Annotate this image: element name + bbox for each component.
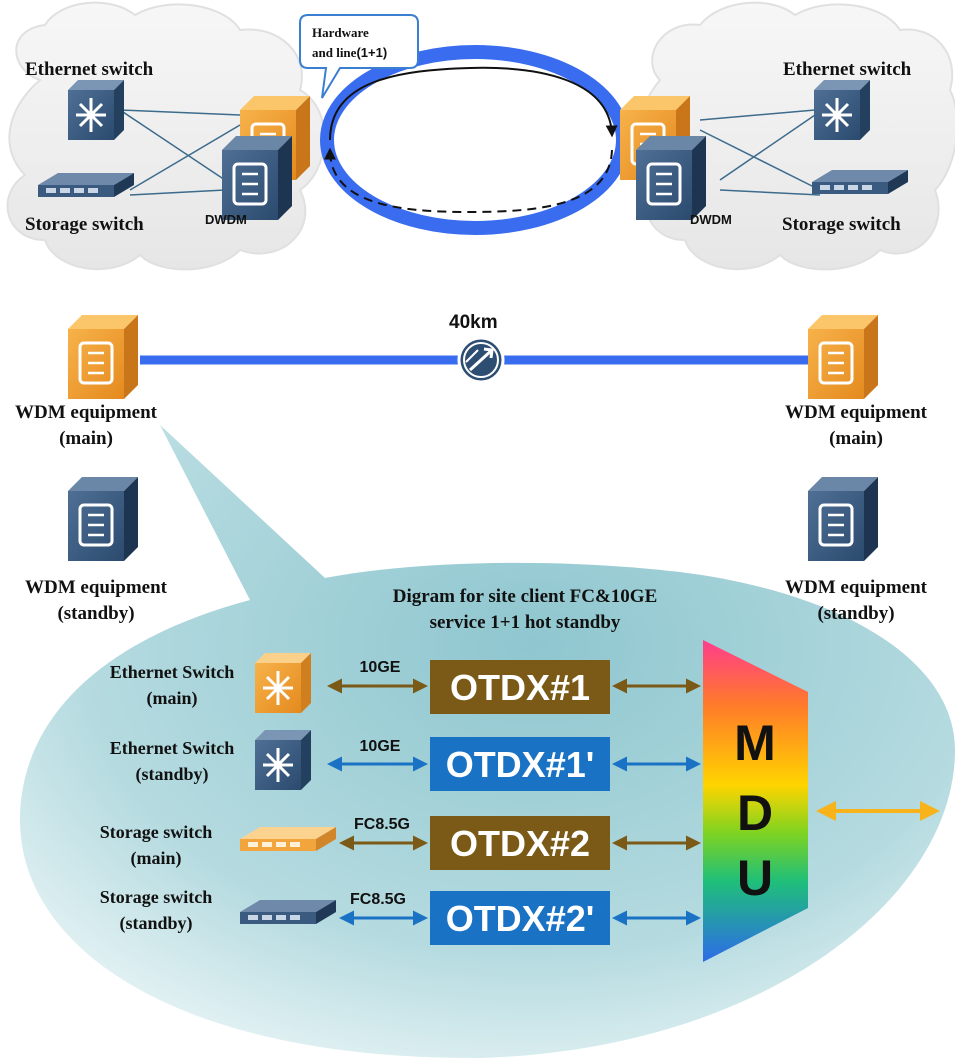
right-dwdm-label: DWDM	[690, 212, 732, 227]
row1-label-1: Ethernet Switch	[110, 662, 235, 682]
row3-label-2: (main)	[131, 848, 182, 869]
right-storage-switch-icon	[812, 170, 908, 194]
row2-label-1: Ethernet Switch	[110, 738, 235, 758]
left-wdm-standby-icon	[66, 475, 140, 563]
ethernet-switch-main-icon	[253, 651, 313, 715]
row2-rate: 10GE	[360, 738, 401, 755]
left-site-links	[119, 109, 241, 196]
row3-rate: FC8.5G	[354, 816, 410, 833]
working-path	[329, 66, 618, 141]
mdu-letter-d: D	[737, 785, 773, 841]
left-wdm-standby-label-2: (standby)	[57, 603, 134, 624]
row-storage-main: Storage switch (main) FC8.5G OTDX#2	[100, 816, 701, 870]
mdu-letter-u: U	[737, 850, 773, 906]
hardware-line-callout: Hardware and line(1+1)	[299, 14, 419, 99]
right-ethernet-switch-label: Ethernet switch	[783, 59, 912, 80]
long-haul-link	[140, 336, 815, 384]
row4-board-label: OTDX#2'	[446, 898, 595, 939]
right-wdm-main-label-1: WDM equipment	[785, 402, 928, 423]
right-site-links	[699, 109, 821, 196]
right-wdm-main-label-2: (main)	[829, 428, 883, 449]
left-ethernet-switch-icon	[66, 78, 126, 142]
fiber-ring	[320, 45, 630, 235]
right-ethernet-switch-icon	[812, 78, 872, 142]
left-wdm-main-icon	[66, 313, 140, 401]
right-wdm-standby-icon	[806, 475, 880, 563]
left-storage-switch-icon	[38, 173, 134, 197]
row4-label-1: Storage switch	[100, 887, 212, 907]
row-ethernet-standby: Ethernet Switch (standby) 10GE OTDX#1'	[110, 728, 701, 792]
distance-label: 40km	[449, 312, 498, 333]
storage-switch-standby-icon	[240, 900, 336, 924]
right-wdm-main-icon	[806, 313, 880, 401]
left-dwdm-label: DWDM	[205, 212, 247, 227]
left-wdm-main-label-2: (main)	[59, 428, 113, 449]
right-wdm-standby-label-1: WDM equipment	[785, 577, 928, 598]
row-ethernet-main: Ethernet Switch (main) 10GE OTDX#1	[110, 651, 701, 715]
row2-board	[430, 737, 610, 791]
right-storage-switch-label: Storage switch	[782, 214, 901, 235]
mdu-block: M D U	[703, 640, 808, 962]
ethernet-switch-standby-icon	[253, 728, 313, 792]
left-storage-switch-label: Storage switch	[25, 214, 144, 235]
callout-line1: Hardware	[312, 25, 369, 40]
left-wdm-standby-label-1: WDM equipment	[25, 577, 168, 598]
row3-label-1: Storage switch	[100, 822, 212, 842]
storage-switch-main-icon	[240, 827, 336, 851]
row1-label-2: (main)	[147, 688, 198, 709]
left-ethernet-switch-label: Ethernet switch	[25, 59, 154, 80]
left-wdm-main-label-1: WDM equipment	[15, 402, 158, 423]
row1-board	[430, 660, 610, 714]
detail-title-line1: Digram for site client FC&10GE	[393, 586, 658, 607]
mdu-letter-m: M	[734, 715, 776, 771]
row1-board-label: OTDX#1	[450, 667, 590, 708]
row-storage-standby: Storage switch (standby) FC8.5G OTDX#2'	[100, 887, 701, 945]
row1-rate: 10GE	[360, 659, 401, 676]
row4-rate: FC8.5G	[350, 891, 406, 908]
row2-board-label: OTDX#1'	[446, 744, 595, 785]
row2-label-2: (standby)	[135, 764, 208, 785]
left-dwdm-standby-icon	[220, 134, 294, 222]
row3-board-label: OTDX#2	[450, 823, 590, 864]
callout-line2: and line(1+1)	[312, 45, 387, 60]
detail-title-line2: service 1+1 hot standby	[430, 612, 621, 633]
protection-path	[324, 147, 613, 214]
row4-label-2: (standby)	[119, 913, 192, 934]
right-dwdm-standby-icon	[634, 134, 708, 222]
row4-board	[430, 891, 610, 945]
right-site-cloud	[637, 1, 955, 271]
right-wdm-standby-label-2: (standby)	[817, 603, 894, 624]
row3-board	[430, 816, 610, 870]
